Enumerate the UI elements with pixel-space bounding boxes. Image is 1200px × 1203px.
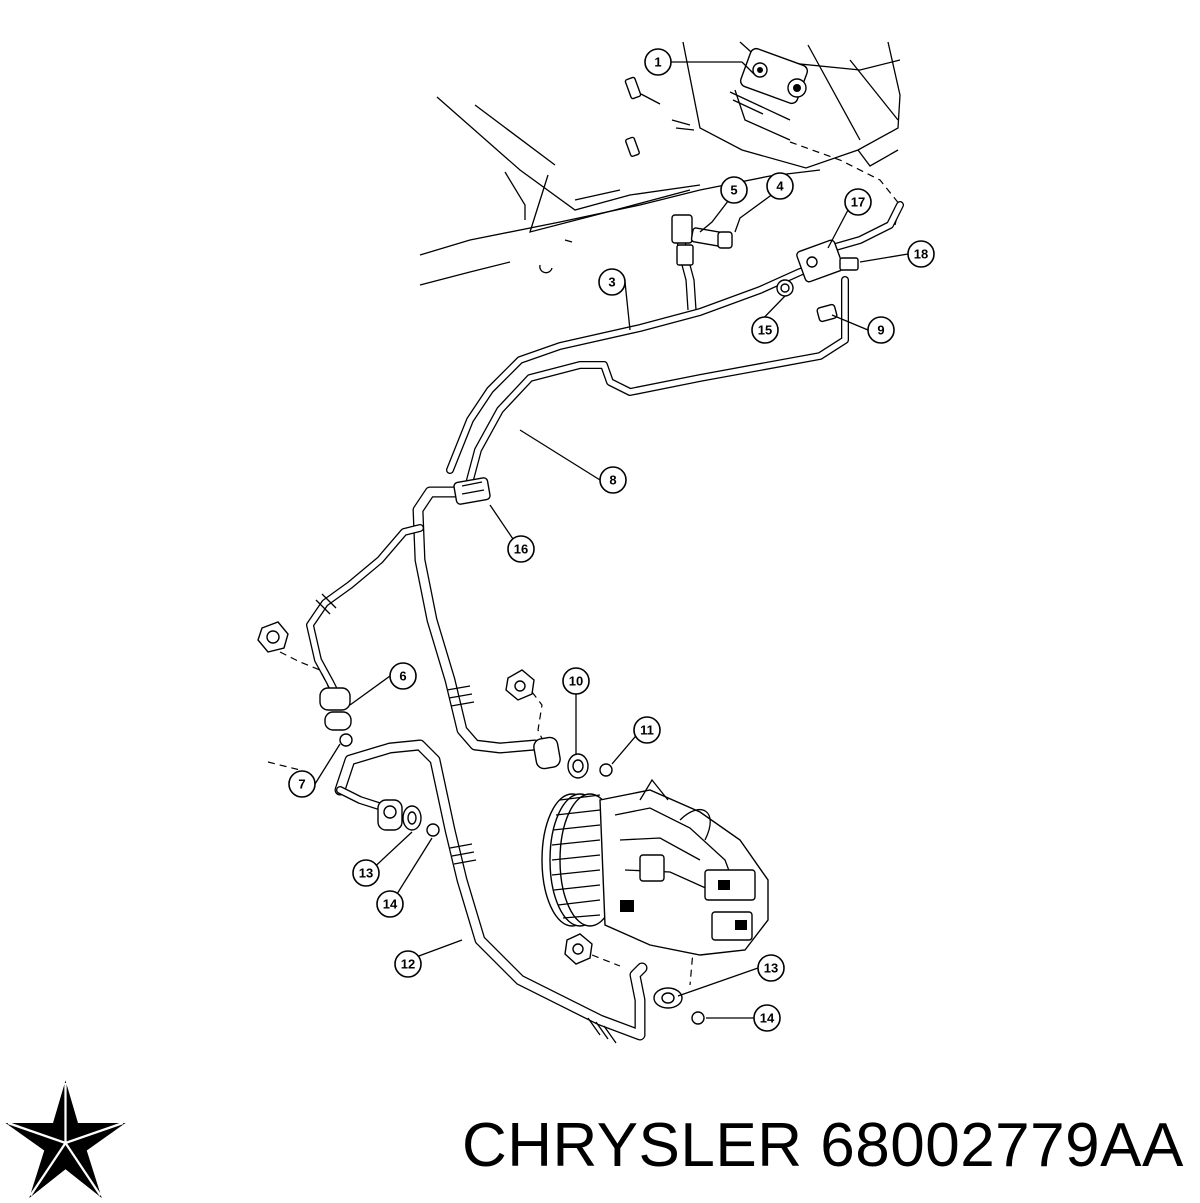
part-caption: CHRYSLER 68002779AA xyxy=(462,1100,1192,1190)
callout-label: 14 xyxy=(383,897,398,912)
lower-right-fitting-part xyxy=(564,897,705,1025)
callout-3: 3 xyxy=(598,268,626,296)
callout-label: 9 xyxy=(877,323,884,338)
callout-4: 4 xyxy=(766,172,794,200)
callout-label: 6 xyxy=(399,669,406,684)
callout-10: 10 xyxy=(562,667,590,695)
callout-label: 13 xyxy=(764,961,778,976)
callout-label: 12 xyxy=(401,957,415,972)
refrigerant-lines xyxy=(306,201,904,1044)
callout-label: 8 xyxy=(609,473,616,488)
callout-15: 15 xyxy=(751,316,779,344)
callout-label: 18 xyxy=(914,247,928,262)
ac-compressor-part xyxy=(541,778,769,956)
callout-9: 9 xyxy=(867,316,895,344)
caption-space xyxy=(803,1110,821,1181)
chrysler-pentastar-icon xyxy=(5,1080,126,1198)
callout-14-right: 14 xyxy=(753,1004,781,1032)
callout-label: 16 xyxy=(514,542,528,557)
callout-label: 11 xyxy=(640,723,654,738)
part-number: 68002779AA xyxy=(820,1110,1184,1180)
brand-name: CHRYSLER xyxy=(462,1110,803,1180)
callout-12: 12 xyxy=(394,950,422,978)
callout-1: 1 xyxy=(644,48,672,76)
callout-label: 17 xyxy=(851,195,865,210)
callout-18: 18 xyxy=(907,240,935,268)
callout-label: 14 xyxy=(760,1011,775,1026)
callout-label: 4 xyxy=(776,179,784,194)
callout-label: 13 xyxy=(359,866,373,881)
pentastar-inner-lines xyxy=(7,1083,124,1197)
callout-label: 5 xyxy=(730,183,737,198)
callout-7: 7 xyxy=(288,770,316,798)
vehicle-body-outline xyxy=(419,41,901,286)
callout-16: 16 xyxy=(507,535,535,563)
callout-14-left: 14 xyxy=(376,890,404,918)
left-flange-part xyxy=(257,621,353,771)
mid-fitting-part xyxy=(505,669,613,779)
callout-13-right: 13 xyxy=(757,954,785,982)
pressure-sensor-part xyxy=(671,214,733,311)
callout-17: 17 xyxy=(844,188,872,216)
callout-label: 10 xyxy=(569,674,583,689)
callout-label: 15 xyxy=(758,323,772,338)
callout-label: 1 xyxy=(654,55,661,70)
callout-label: 3 xyxy=(608,275,615,290)
callout-8: 8 xyxy=(599,466,627,494)
callout-5: 5 xyxy=(720,176,748,204)
callout-13-left: 13 xyxy=(352,859,380,887)
callout-label: 7 xyxy=(298,777,305,792)
callout-11: 11 xyxy=(633,716,661,744)
lower-left-fitting-part xyxy=(377,799,440,837)
callout-6: 6 xyxy=(389,662,417,690)
